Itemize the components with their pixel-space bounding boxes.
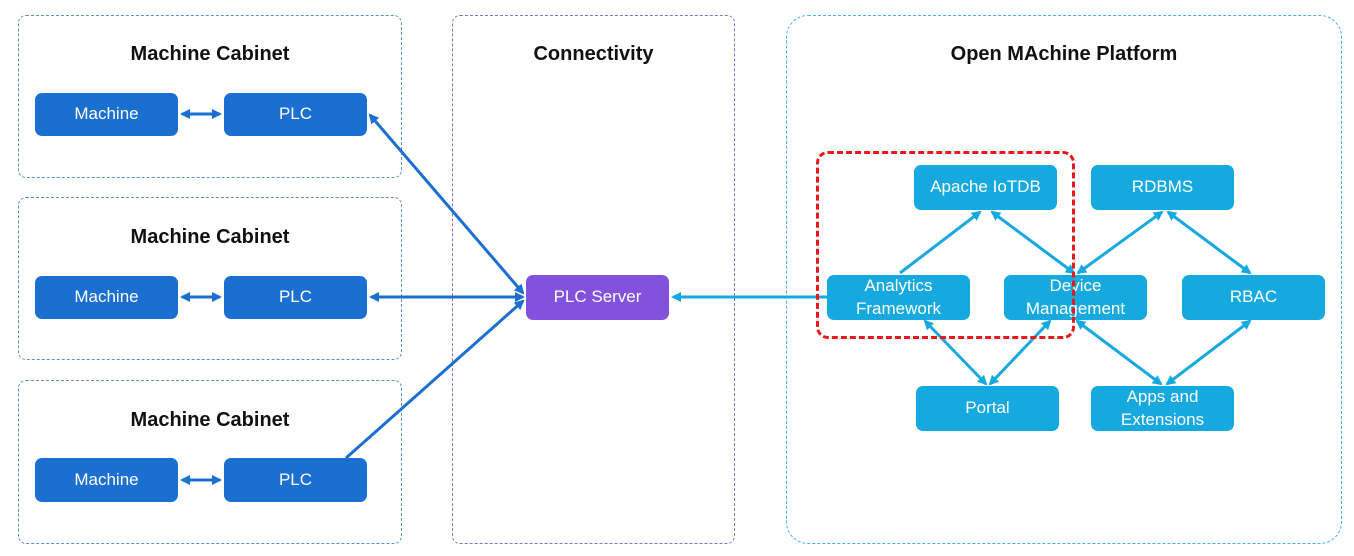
edge-plc3-server bbox=[345, 299, 525, 460]
apache-iotdb-node: Apache IoTDB bbox=[914, 165, 1057, 210]
platform-group: Open MAchine Platform bbox=[786, 15, 1342, 544]
edge-portal-device bbox=[988, 319, 1052, 386]
plc-node-2: PLC bbox=[224, 276, 367, 319]
plc-node-1: PLC bbox=[224, 93, 367, 136]
edge-device-rdbms bbox=[1076, 210, 1164, 275]
edge-device-apps bbox=[1075, 319, 1163, 386]
edge-plc1-server bbox=[368, 113, 525, 295]
plc-node-3: PLC bbox=[224, 458, 367, 502]
machine-cabinet-group-1: Machine Cabinet bbox=[18, 15, 402, 178]
plc-server-node: PLC Server bbox=[526, 275, 669, 320]
machine-node-3: Machine bbox=[35, 458, 178, 502]
highlight-box bbox=[816, 151, 1075, 339]
apps-extensions-node: Apps and Extensions bbox=[1091, 386, 1234, 431]
portal-node: Portal bbox=[916, 386, 1059, 431]
edge-iotdb-device bbox=[990, 210, 1076, 275]
edge-analytics-iotdb bbox=[899, 210, 982, 275]
group-title: Connectivity bbox=[533, 43, 654, 65]
device-management-node: Device Management bbox=[1004, 275, 1147, 320]
group-title: Machine Cabinet bbox=[130, 409, 290, 431]
edge-rdbms-rbac bbox=[1166, 210, 1252, 275]
machine-node-1: Machine bbox=[35, 93, 178, 136]
machine-node-2: Machine bbox=[35, 276, 178, 319]
rbac-node: RBAC bbox=[1182, 275, 1325, 320]
group-title: Open MAchine Platform bbox=[950, 43, 1178, 65]
group-title: Machine Cabinet bbox=[130, 226, 290, 248]
edge-analytics-portal bbox=[923, 319, 988, 386]
machine-cabinet-group-3: Machine Cabinet bbox=[18, 380, 402, 544]
edge-apps-rbac bbox=[1165, 319, 1252, 386]
group-title: Machine Cabinet bbox=[130, 43, 290, 65]
rdbms-node: RDBMS bbox=[1091, 165, 1234, 210]
analytics-framework-node: Analytics Framework bbox=[827, 275, 970, 320]
